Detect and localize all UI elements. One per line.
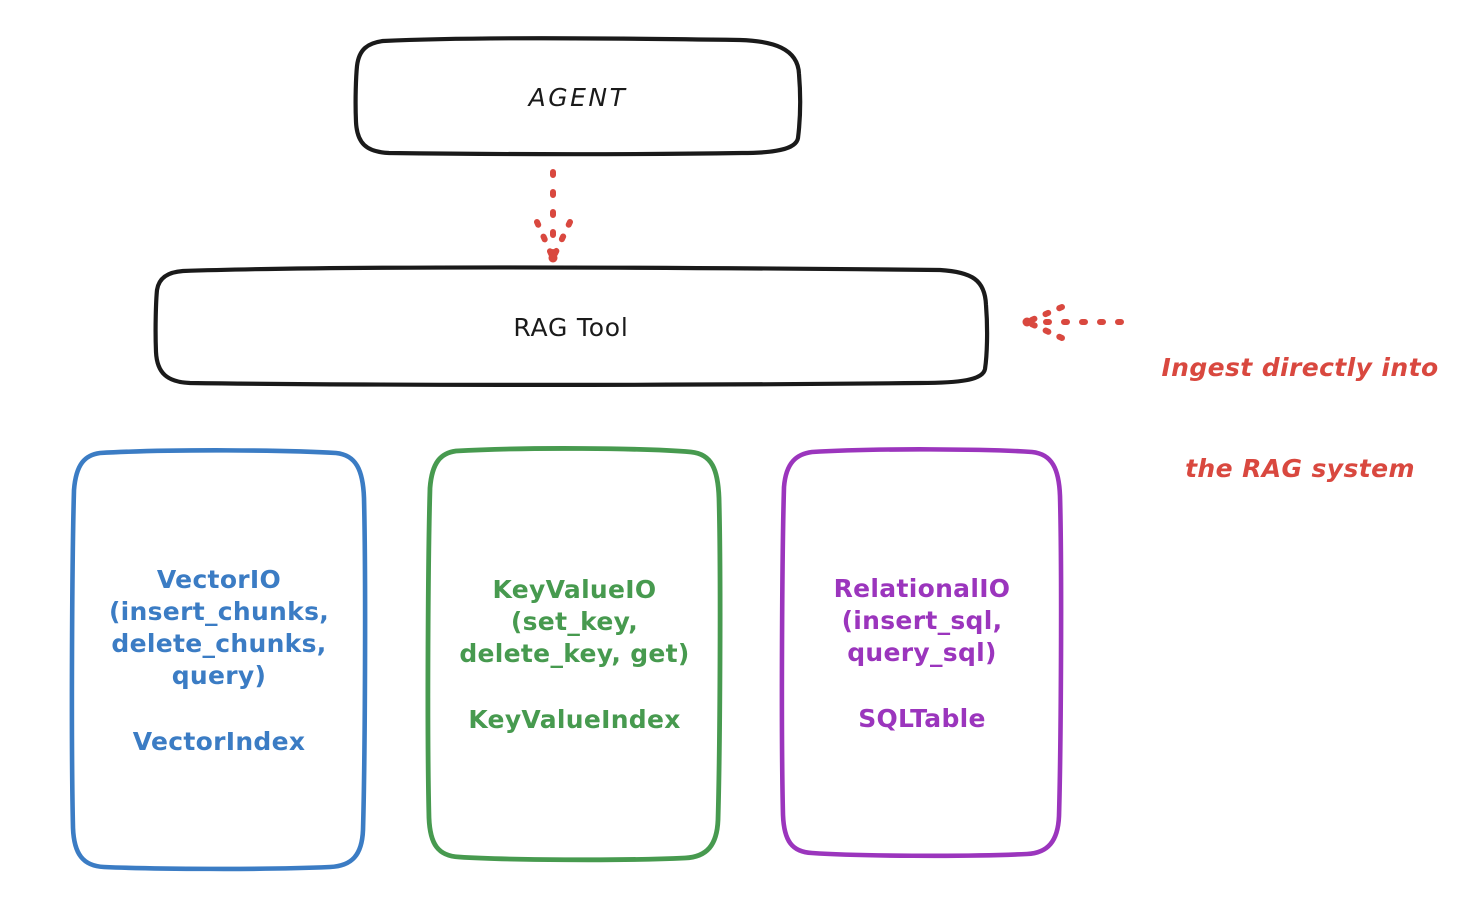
key-value-io-interface: KeyValueIO (492, 574, 657, 604)
rag-tool-box-label: RAG Tool (513, 312, 629, 342)
ingest-annotation: Ingest directly into the RAG system (1130, 283, 1470, 553)
agent-to-rag-connector (534, 169, 573, 263)
ingest-annotation-line1: Ingest directly into (1161, 352, 1439, 382)
relational-io-interface: RelationalIO (833, 573, 1011, 603)
vector-io-interface: VectorIO (156, 564, 282, 594)
ingest-annotation-line2: the RAG system (1185, 453, 1415, 483)
ingest-connector (1022, 304, 1124, 341)
agent-box-label: AGENT (528, 82, 628, 112)
vector-io-card-text: VectorIO (insert_chunks, delete_chunks, … (73, 453, 365, 868)
key-value-io-signature: (set_key, delete_key, get) (459, 606, 690, 668)
relational-io-signature: (insert_sql, query_sql) (841, 605, 1003, 667)
relational-io-card-text: RelationalIO (insert_sql, query_sql) SQL… (783, 452, 1061, 855)
vector-io-signature: (insert_chunks, delete_chunks, query) (108, 596, 330, 690)
key-value-io-index: KeyValueIndex (468, 704, 681, 734)
key-value-io-card-text: KeyValueIO (set_key, delete_key, get) Ke… (429, 451, 720, 858)
vector-io-index: VectorIndex (132, 726, 306, 756)
relational-io-index: SQLTable (858, 703, 986, 733)
